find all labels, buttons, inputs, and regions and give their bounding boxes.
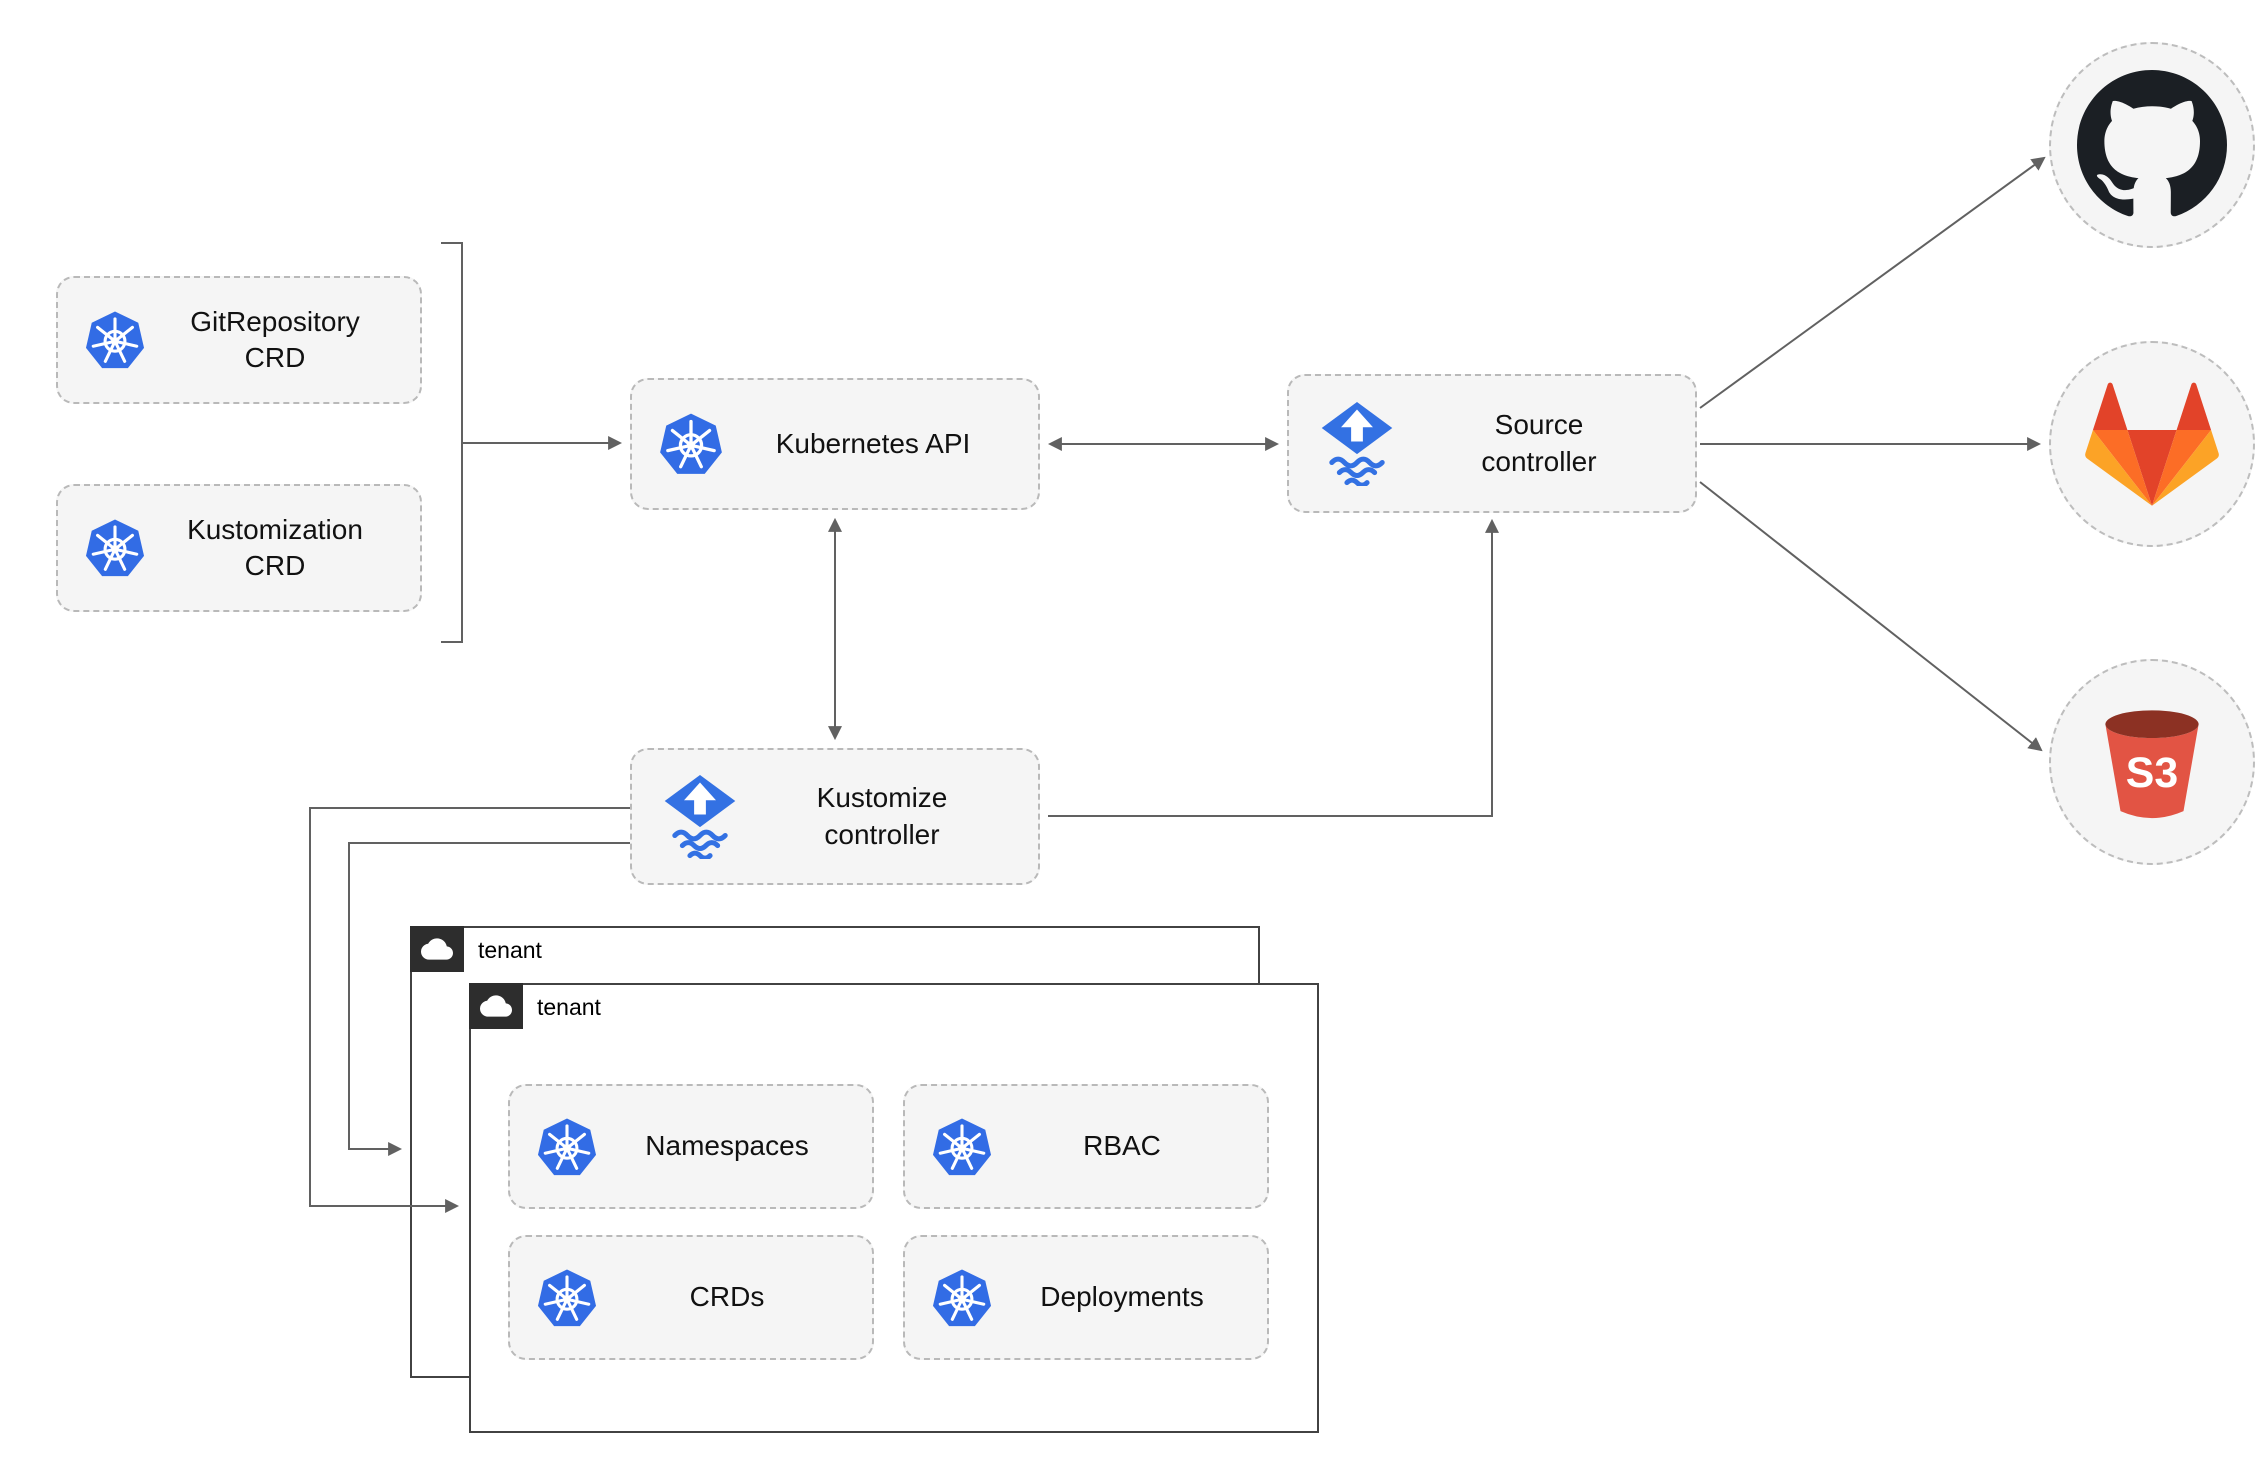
tenant-container-front: tenant Namespaces RBAC CRDs Deployments — [469, 983, 1319, 1433]
node-source-controller: Source controller — [1287, 374, 1697, 513]
external-gitlab — [2049, 341, 2255, 547]
kubernetes-icon — [658, 411, 724, 477]
node-deployments: Deployments — [903, 1235, 1269, 1360]
node-label: Deployments — [1040, 1281, 1204, 1313]
kubernetes-icon — [536, 1116, 598, 1178]
node-label: Source controller — [1481, 409, 1597, 477]
cloud-icon — [480, 990, 512, 1022]
wire-kustomize-controller-source-controller — [1048, 518, 1499, 817]
external-github — [2049, 42, 2255, 248]
node-gitrepository-crd: GitRepository CRD — [56, 276, 422, 404]
cloud-icon — [410, 926, 464, 972]
s3-label: S3 — [2126, 749, 2178, 797]
node-kustomization-crd: Kustomization CRD — [56, 484, 422, 612]
cloud-icon — [469, 983, 523, 1029]
node-label: CRDs — [689, 1281, 765, 1313]
gitlab-icon — [2085, 382, 2219, 506]
kubernetes-icon — [84, 517, 146, 579]
kubernetes-icon — [536, 1267, 598, 1329]
node-label: Kustomization CRD — [187, 513, 363, 581]
wire-source-controller-s3 — [1699, 481, 2043, 752]
github-icon — [2077, 70, 2227, 217]
tenant-label: tenant — [537, 993, 601, 1020]
crd-bracket — [441, 242, 463, 643]
kubernetes-icon — [931, 1116, 993, 1178]
cloud-icon — [421, 933, 453, 965]
kubernetes-icon — [931, 1267, 993, 1329]
node-namespaces: Namespaces — [508, 1084, 874, 1209]
node-kubernetes-api: Kubernetes API — [630, 378, 1040, 510]
external-s3: S3 — [2049, 659, 2255, 865]
node-label: GitRepository CRD — [190, 305, 360, 373]
node-rbac: RBAC — [903, 1084, 1269, 1209]
node-crds: CRDs — [508, 1235, 874, 1360]
wire-source-controller-github — [1699, 156, 2046, 409]
s3-bucket-icon: S3 — [2105, 710, 2199, 819]
flux-icon — [658, 773, 742, 861]
node-label: RBAC — [1083, 1130, 1161, 1162]
node-label: Kustomize controller — [816, 782, 948, 850]
node-kustomize-controller: Kustomize controller — [630, 748, 1040, 885]
flux-icon — [1315, 400, 1399, 488]
tenant-label: tenant — [478, 936, 542, 963]
node-label: Kubernetes API — [775, 427, 971, 459]
node-label: Namespaces — [645, 1130, 809, 1162]
kubernetes-icon — [84, 309, 146, 371]
